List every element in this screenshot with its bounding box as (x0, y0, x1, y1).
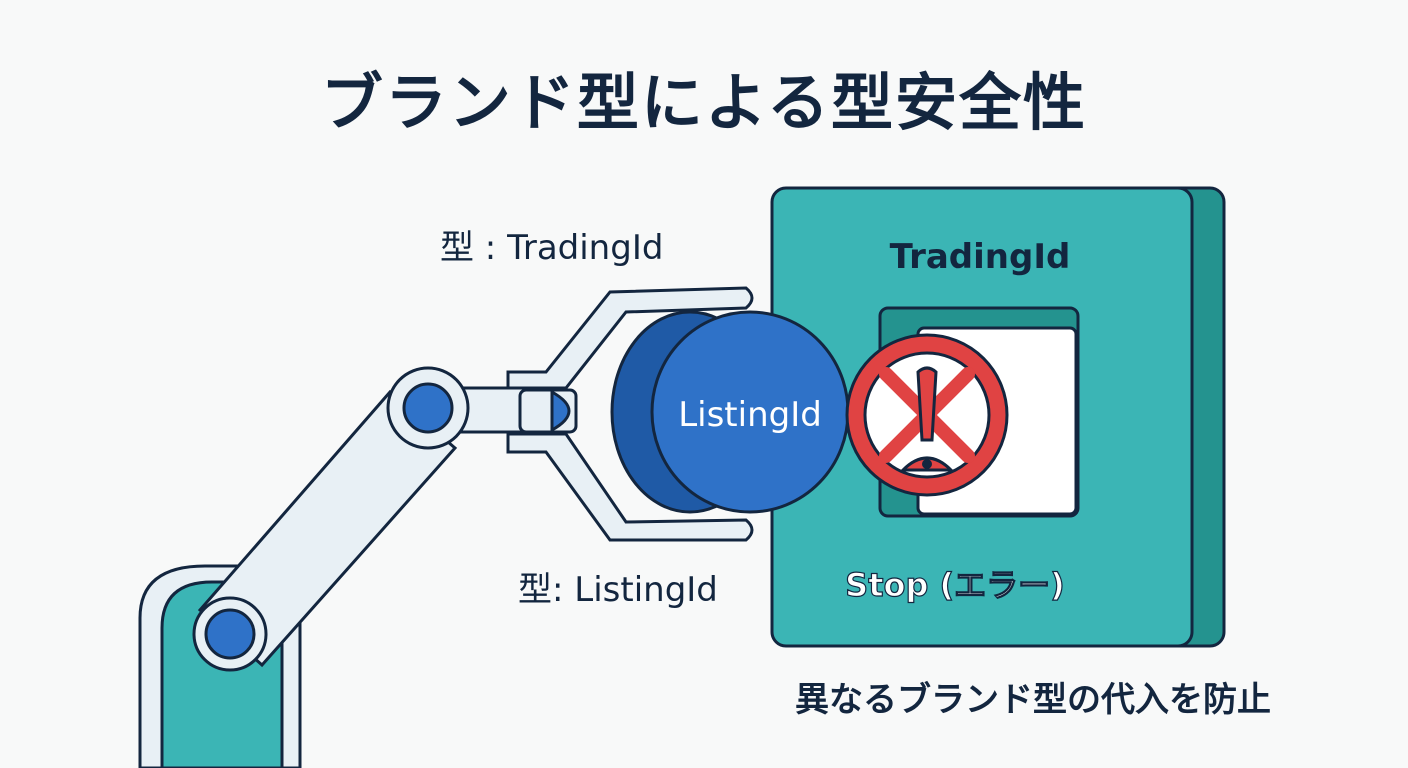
token-label: ListingId (678, 395, 822, 435)
page-title: ブランド型による型安全性 (320, 66, 1088, 139)
gripper-lower-finger (506, 432, 754, 542)
robot-arm (138, 286, 754, 768)
slot-box-title: TradingId (890, 237, 1071, 277)
elbow-joint-core (402, 382, 454, 434)
stop-error-label: Stop (エラー) (845, 566, 1065, 604)
gripper-pin (550, 389, 571, 433)
gripper-upper-finger (506, 286, 754, 390)
exclamation-icon (899, 366, 955, 472)
base-joint-core (204, 608, 256, 660)
caption: 異なるブランド型の代入を防止 (795, 680, 1271, 720)
listingid-type-label: 型: ListingId (518, 570, 718, 610)
listingid-token (610, 310, 850, 514)
tradingid-type-label: 型 : TradingId (440, 228, 664, 268)
